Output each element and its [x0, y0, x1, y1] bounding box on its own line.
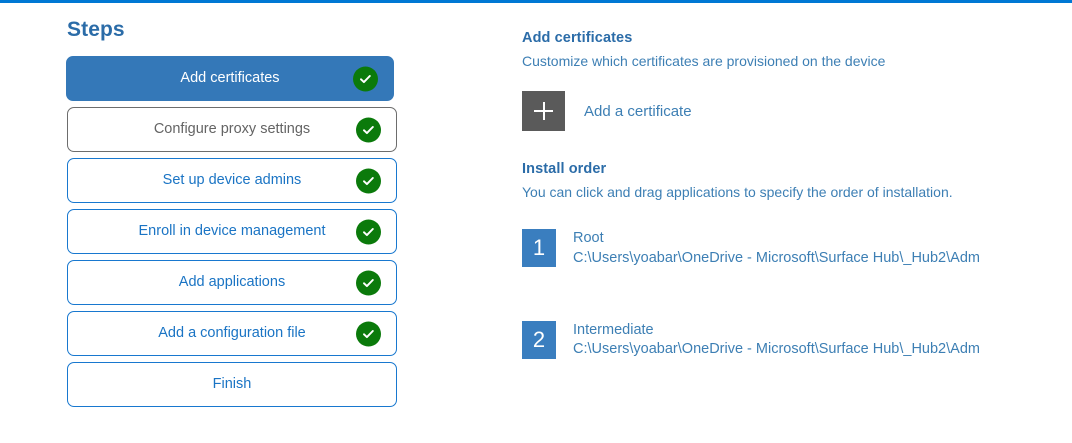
- add-certificate-label: Add a certificate: [584, 102, 692, 120]
- steps-panel: Steps Add certificates Configure proxy s…: [66, 18, 406, 413]
- add-certificates-heading: Add certificates: [522, 30, 633, 46]
- check-circle-icon: [356, 270, 381, 295]
- add-certificate-button[interactable]: Add a certificate: [522, 91, 692, 132]
- top-accent-bar: [0, 0, 1072, 3]
- step-label: Enroll in device management: [138, 222, 326, 239]
- step-item-configure-proxy-settings[interactable]: Configure proxy settings: [67, 107, 397, 152]
- step-label: Configure proxy settings: [153, 120, 311, 137]
- detail-panel: Add certificates Customize which certifi…: [522, 30, 1072, 412]
- plus-icon[interactable]: [522, 91, 565, 132]
- order-item-text: Root C:\Users\yoabar\OneDrive - Microsof…: [573, 229, 980, 268]
- order-number-badge: 1: [522, 229, 556, 268]
- order-item-path: C:\Users\yoabar\OneDrive - Microsoft\Sur…: [573, 249, 980, 266]
- steps-title: Steps: [67, 18, 125, 41]
- order-item-text: Intermediate C:\Users\yoabar\OneDrive - …: [573, 321, 980, 360]
- step-label: Add a configuration file: [158, 324, 306, 341]
- install-order-list: 1 Root C:\Users\yoabar\OneDrive - Micros…: [522, 229, 1072, 359]
- order-item-name: Root: [573, 230, 604, 247]
- install-order-section: Install order You can click and drag app…: [522, 161, 1072, 359]
- step-item-add-a-configuration-file[interactable]: Add a configuration file: [67, 311, 397, 356]
- add-certificates-subheading: Customize which certificates are provisi…: [522, 53, 886, 69]
- step-item-enroll-in-device-management[interactable]: Enroll in device management: [67, 209, 397, 254]
- install-order-subheading: You can click and drag applications to s…: [522, 184, 953, 201]
- check-circle-icon: [353, 66, 378, 91]
- list-item[interactable]: 1 Root C:\Users\yoabar\OneDrive - Micros…: [522, 229, 980, 268]
- check-circle-icon: [356, 321, 381, 346]
- step-item-finish[interactable]: Finish: [67, 362, 397, 407]
- check-circle-icon: [356, 117, 381, 142]
- step-item-add-certificates[interactable]: Add certificates: [66, 56, 394, 101]
- order-item-name: Intermediate: [573, 321, 654, 338]
- step-list: Add certificates Configure proxy setting…: [66, 56, 406, 407]
- order-item-path: C:\Users\yoabar\OneDrive - Microsoft\Sur…: [573, 341, 980, 358]
- step-label: Add applications: [178, 273, 286, 290]
- step-label: Add certificates: [180, 69, 280, 86]
- list-item[interactable]: 2 Intermediate C:\Users\yoabar\OneDrive …: [522, 320, 980, 360]
- check-circle-icon: [356, 219, 381, 244]
- step-label: Set up device admins: [162, 171, 302, 188]
- install-order-heading: Install order: [522, 161, 607, 178]
- check-circle-icon: [356, 168, 381, 193]
- step-item-add-applications[interactable]: Add applications: [67, 260, 397, 305]
- step-item-set-up-device-admins[interactable]: Set up device admins: [67, 158, 397, 203]
- step-label: Finish: [212, 375, 252, 392]
- order-number-badge: 2: [522, 320, 556, 359]
- wizard-page: Steps Add certificates Configure proxy s…: [0, 3, 1072, 443]
